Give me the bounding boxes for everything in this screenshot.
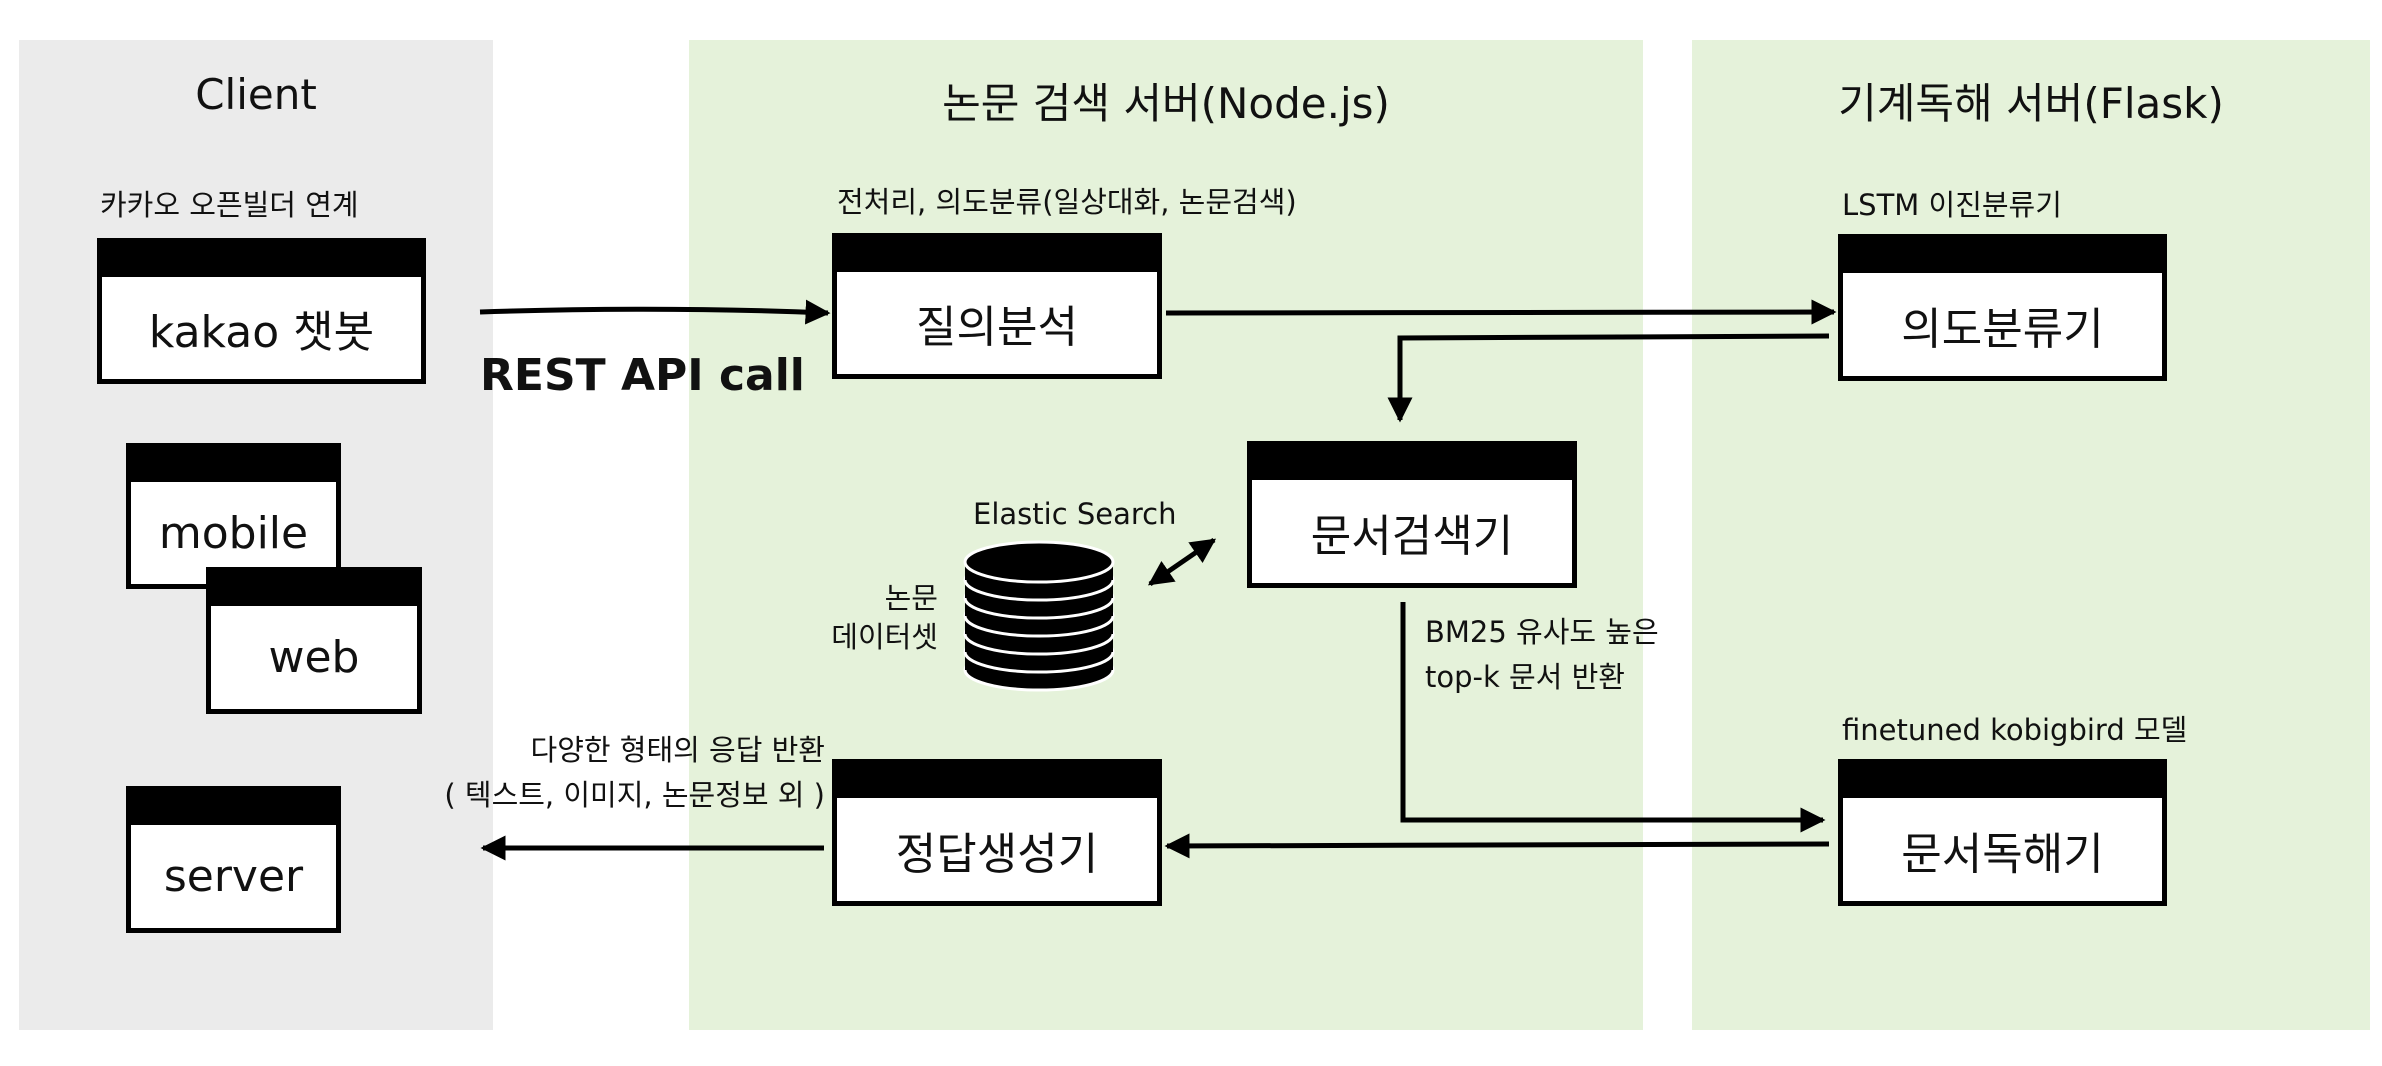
response-label-line1: 다양한 형태의 응답 반환 [530, 733, 825, 767]
answer-generator-box: 정답생성기 [832, 759, 1162, 906]
intent-classifier-label: 의도분류기 [1901, 303, 2104, 355]
kobigbird-note: finetuned kobigbird 모델 [1842, 713, 2188, 747]
lstm-note: LSTM 이진분류기 [1842, 188, 2062, 222]
server-box: server [126, 786, 341, 933]
node-server-panel-title: 논문 검색 서버(Node.js) [942, 79, 1390, 128]
server-label: server [163, 851, 304, 902]
web-box: web [206, 567, 422, 714]
query-analysis-label: 질의분석 [916, 302, 1078, 353]
document-search-box: 문서검색기 [1247, 441, 1577, 588]
elastic-search-label: Elastic Search [973, 497, 1177, 531]
document-reader-box: 문서독해기 [1838, 759, 2167, 906]
query-to-intent-arrow [1165, 299, 1837, 325]
dataset-label-line1: 논문 [884, 581, 938, 615]
document-reader-label: 문서독해기 [1901, 828, 2104, 880]
answer-generator-label: 정답생성기 [895, 828, 1099, 880]
client-panel-title: Client [195, 70, 317, 119]
kakao-chatbot-box: kakao 챗봇 [97, 238, 426, 384]
kakao-chatbot-label: kakao 챗봇 [148, 307, 375, 358]
web-label: web [268, 632, 360, 683]
response-label-line2: ( 텍스트, 이미지, 논문정보 외 ) [444, 778, 825, 812]
bm25-label-line1: BM25 유사도 높은 [1425, 615, 1659, 649]
kakao-note: 카카오 오픈빌더 연계 [100, 188, 359, 222]
dataset-label-line2: 데이터셋 [831, 620, 938, 654]
rest-api-arrow [479, 299, 831, 325]
intent-classifier-box: 의도분류기 [1838, 234, 2167, 381]
query-analysis-box: 질의분석 [832, 233, 1162, 379]
es-search-bidirectional-arrow [1147, 537, 1217, 587]
document-search-label: 문서검색기 [1310, 510, 1514, 562]
search-to-reader-arrow [1400, 602, 1826, 833]
query-note: 전처리, 의도분류(일상대화, 논문검색) [837, 185, 1297, 219]
bm25-label-line2: top-k 문서 반환 [1425, 660, 1625, 694]
mobile-label: mobile [158, 507, 309, 559]
mobile-box: mobile [126, 443, 341, 589]
rest-api-label: REST API call [480, 350, 805, 401]
reader-to-answer-arrow [1164, 833, 1830, 859]
intent-to-search-arrow [1387, 333, 1830, 423]
database-icon [963, 540, 1115, 692]
flask-server-panel-title: 기계독해 서버(Flask) [1838, 79, 2224, 128]
